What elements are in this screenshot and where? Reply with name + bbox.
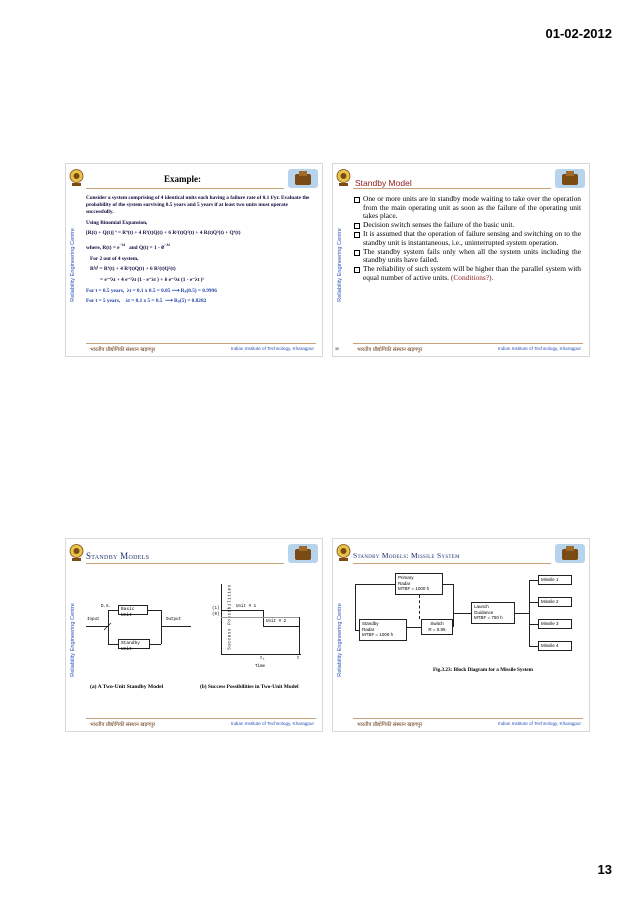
slide-missile-system: Standby Models: Missile System Reliabili… (332, 538, 590, 732)
standby-unit-box: Standby Unit (118, 639, 150, 652)
iit-logo-icon (69, 169, 84, 186)
switch-icon (103, 622, 112, 631)
bullet-item: The standby system fails only when all t… (353, 247, 581, 265)
side-label: Reliability Engineering Centre (70, 228, 77, 302)
output-label: Output (166, 618, 182, 622)
unit1-label: Unit # 1 (236, 605, 257, 609)
missile-1-box: Missile 1 (538, 575, 572, 585)
slide-example: Example: Reliability Engineering Centre … (65, 163, 323, 357)
title-divider (353, 188, 551, 189)
slide-title: Standby Model (355, 178, 412, 188)
page-number: 13 (597, 862, 612, 877)
problem-text: Consider a system comprising of 4 identi… (86, 195, 310, 215)
caption-b: (b) Success Possibilities in Two-Unit Mo… (200, 684, 299, 690)
result-2: For t = 5 years, λt = 0.1 x 5 = 0.5 ⟶ Rₛ… (86, 297, 207, 304)
slide-footer: भारतीय प्रौद्योगिकी संस्थान खड़गपुर Indi… (86, 343, 316, 353)
building-logo-icon (288, 169, 318, 188)
side-label: Reliability Engineering Centre (337, 228, 344, 302)
missile-4-box: Missile 4 (538, 641, 572, 651)
side-label: Reliability Engineering Centre (337, 603, 344, 677)
side-label: Reliability Engineering Centre (70, 603, 77, 677)
example-body: Consider a system comprising of 4 identi… (86, 195, 316, 308)
slide-standby-model: Standby Model Reliability Engineering Ce… (332, 163, 590, 357)
building-logo-icon (555, 169, 585, 188)
slide-number: 30 (335, 347, 339, 351)
caption-a: (a) A Two-Unit Standby Model (90, 684, 164, 690)
title-divider (353, 563, 551, 564)
missile-2-box: Missile 2 (538, 597, 572, 607)
building-logo-icon (555, 544, 585, 563)
building-logo-icon (288, 544, 318, 563)
success-possibilities-plot: Success Possibilities (1) (0) Unit # 1 U… (206, 579, 321, 679)
two-unit-standby-diagram: D.S. Input Output Basic Unit Standby Uni… (86, 597, 196, 657)
bullet-item: It is assumed that the operation of fail… (353, 229, 581, 247)
conditions-text: (Conditions?). (450, 272, 494, 282)
bullet-item: One or more units are in standby mode wa… (353, 194, 581, 221)
missile-3-box: Missile 3 (538, 619, 572, 629)
iit-logo-icon (336, 169, 351, 186)
slide-footer: भारतीय प्रौद्योगिकी संस्थान खड़गपुर Indi… (86, 718, 316, 728)
page-date: 01-02-2012 (545, 26, 613, 41)
slide-title: Example: (164, 174, 201, 184)
input-label: Input (87, 618, 100, 622)
slide-title: Standby Models (86, 551, 150, 561)
bullet-item: The reliability of such system will be h… (353, 264, 581, 282)
basic-unit-box: Basic Unit (118, 605, 148, 618)
bullet-item: Decision switch senses the failure of th… (353, 220, 581, 230)
rs-expanded-eq: = e⁻⁴λt + 4 e⁻³λt (1 - e⁻λt ) + 6 e⁻²λt … (100, 276, 205, 283)
slide-footer: भारतीय प्रौद्योगिकी संस्थान खड़गपुर Indi… (353, 343, 583, 353)
title-divider (86, 188, 284, 189)
slide-title: Standby Models: Missile System (353, 551, 460, 560)
slide-footer: भारतीय प्रौद्योगिकी संस्थान खड़गपुर Indi… (353, 718, 583, 728)
expansion-eq: [R(t) + Q(t)] ⁴ = R⁴(t) + 4 R³(t)Q(t) + … (86, 230, 241, 236)
iit-logo-icon (69, 544, 84, 561)
where-eq: where, R(t) = e−λt and Q(t) = 1 - e−λt (86, 242, 170, 251)
iit-logo-icon (336, 544, 351, 561)
figure-caption: Fig.3.23: Block Diagram for a Missile Sy… (433, 667, 533, 673)
case-text: For 2 out of 4 system, (90, 255, 139, 262)
unit2-label: Unit # 2 (266, 620, 287, 624)
time-label: Time (255, 665, 266, 669)
rs-eq: R⁽t⁾ = R⁴(t) + 4 R³(t)Q(t) + 6 R²(t)Q²(t… (90, 265, 176, 272)
result-1: For t = 0.5 years, λt = 0.1 x 0.5 = 0.05… (86, 287, 217, 294)
bullet-list: One or more units are in standby mode wa… (353, 194, 581, 283)
title-divider (86, 563, 284, 564)
slide-standby-models: Standby Models Reliability Engineering C… (65, 538, 323, 732)
ds-label: D.S. (101, 605, 112, 609)
method-text: Using Binomial Expansion, (86, 220, 148, 226)
